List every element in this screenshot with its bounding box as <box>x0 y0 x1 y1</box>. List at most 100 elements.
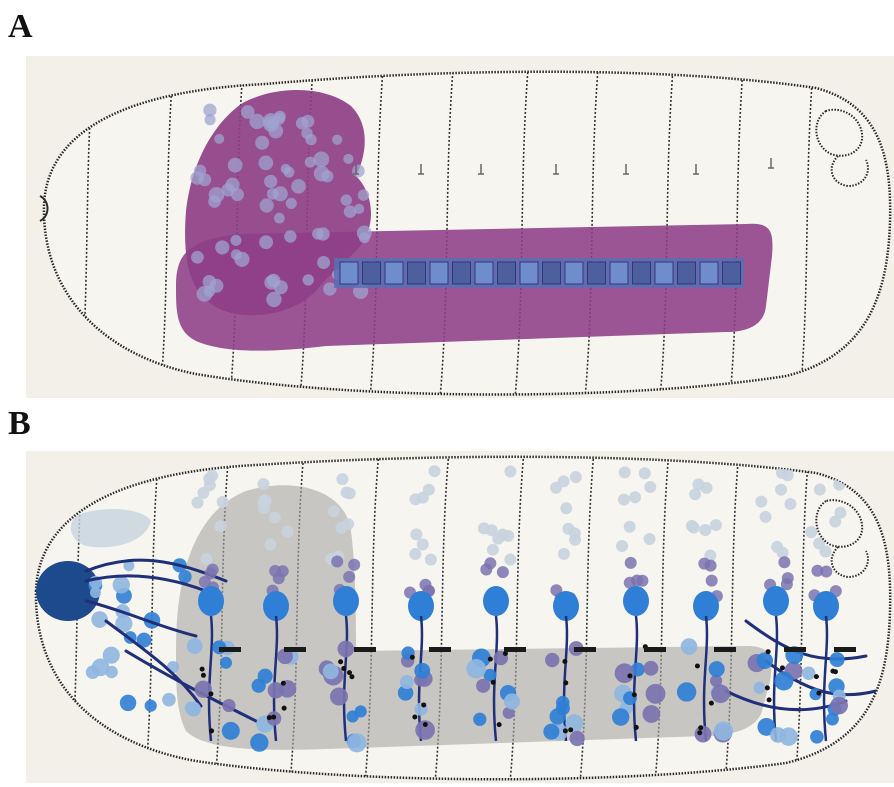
pale-cell <box>569 527 581 539</box>
synapse-dot <box>833 669 838 674</box>
cell-dot <box>343 154 353 164</box>
pale-cell <box>282 525 294 537</box>
cell-dot <box>354 204 364 214</box>
synapse-dot <box>208 691 213 696</box>
synapse-dot <box>423 722 428 727</box>
synapse-dot <box>816 691 821 696</box>
lower-cell <box>810 730 824 744</box>
tick-bar <box>714 647 736 652</box>
lower-cell <box>642 705 660 723</box>
pale-cell <box>558 548 570 560</box>
pale-cell <box>478 522 490 534</box>
synapse-dot <box>421 702 426 707</box>
synapse-dot <box>412 714 417 719</box>
tick-bar <box>834 647 856 652</box>
lower-cell <box>556 701 570 715</box>
cell-dot <box>264 275 278 289</box>
cell-dot <box>358 189 369 200</box>
violet-cell <box>273 572 285 584</box>
synapse-dot <box>497 722 502 727</box>
cell-dot <box>305 134 316 145</box>
ganglion <box>723 262 741 284</box>
pale-cell <box>550 482 562 494</box>
pale-cell <box>616 540 628 552</box>
pale-cell <box>409 548 421 560</box>
synapse-dot <box>697 730 702 735</box>
pale-cell <box>782 469 794 481</box>
cell-dot <box>241 105 255 119</box>
cell-dot <box>230 235 241 246</box>
pale-cell <box>710 519 722 531</box>
cell-dot <box>314 166 330 182</box>
neuron-cell <box>113 576 130 593</box>
lower-cell <box>220 657 232 669</box>
tick-bar <box>574 647 596 652</box>
cell-dot <box>255 136 269 150</box>
ganglion <box>633 262 651 284</box>
violet-cell <box>497 566 509 578</box>
cell-dot <box>215 240 229 254</box>
pale-cell <box>619 466 631 478</box>
lower-cell <box>400 675 414 689</box>
cell-dot <box>214 134 224 144</box>
lower-cell <box>711 685 730 704</box>
synapse-dot <box>766 649 771 654</box>
ganglion <box>453 262 471 284</box>
tick-bar <box>219 647 241 652</box>
panel-b-embryo <box>26 451 894 783</box>
violet-cell <box>348 559 360 571</box>
lower-cell <box>774 671 793 690</box>
large-neuron <box>623 586 649 616</box>
cell-dot <box>359 232 370 243</box>
pale-cell <box>771 541 783 553</box>
ganglion <box>408 262 426 284</box>
lower-cell <box>644 661 659 676</box>
pale-cell <box>639 467 651 479</box>
lower-cell <box>186 702 201 717</box>
panel-b-svg <box>26 451 894 783</box>
neuron-cell <box>92 658 110 676</box>
synapse-dot <box>267 715 272 720</box>
cell-dot <box>281 164 291 174</box>
pale-cell <box>344 487 356 499</box>
cell-dot <box>317 256 330 269</box>
pale-cell <box>570 471 582 483</box>
violet-cell <box>698 558 710 570</box>
lower-cell <box>677 682 696 701</box>
synapse-dot <box>491 680 496 685</box>
cell-dot <box>291 179 306 194</box>
pale-cell <box>784 498 796 510</box>
lower-cell <box>222 699 235 712</box>
lower-cell <box>756 652 773 669</box>
cell-dot <box>296 117 308 129</box>
synapse-dot <box>698 725 703 730</box>
pale-cell <box>504 465 516 477</box>
lower-cell <box>347 710 359 722</box>
lower-cell <box>187 638 203 654</box>
violet-cell <box>480 563 492 575</box>
lower-cell <box>347 733 366 752</box>
synapse-dot <box>488 657 493 662</box>
violet-cell <box>207 564 219 576</box>
pale-cell <box>269 511 281 523</box>
violet-cell <box>343 571 355 583</box>
lower-cell <box>646 684 666 704</box>
lower-cell <box>565 714 583 732</box>
pale-cell <box>497 529 509 541</box>
lower-cell <box>714 721 733 740</box>
tick-bar <box>429 647 451 652</box>
cell-dot <box>260 198 274 212</box>
cell-dot <box>266 292 281 307</box>
panel-a-label: A <box>8 10 33 44</box>
pale-cell <box>686 520 698 532</box>
lower-cell <box>681 638 698 655</box>
cell-dot <box>286 198 297 209</box>
neuron-cell <box>162 693 176 707</box>
cell-dot <box>267 188 279 200</box>
pale-cell <box>689 488 701 500</box>
pale-cell <box>701 482 713 494</box>
neuron-cell <box>91 611 108 628</box>
synapse-dot <box>271 715 276 720</box>
violet-cell <box>625 557 637 569</box>
cell-dot <box>263 113 279 129</box>
